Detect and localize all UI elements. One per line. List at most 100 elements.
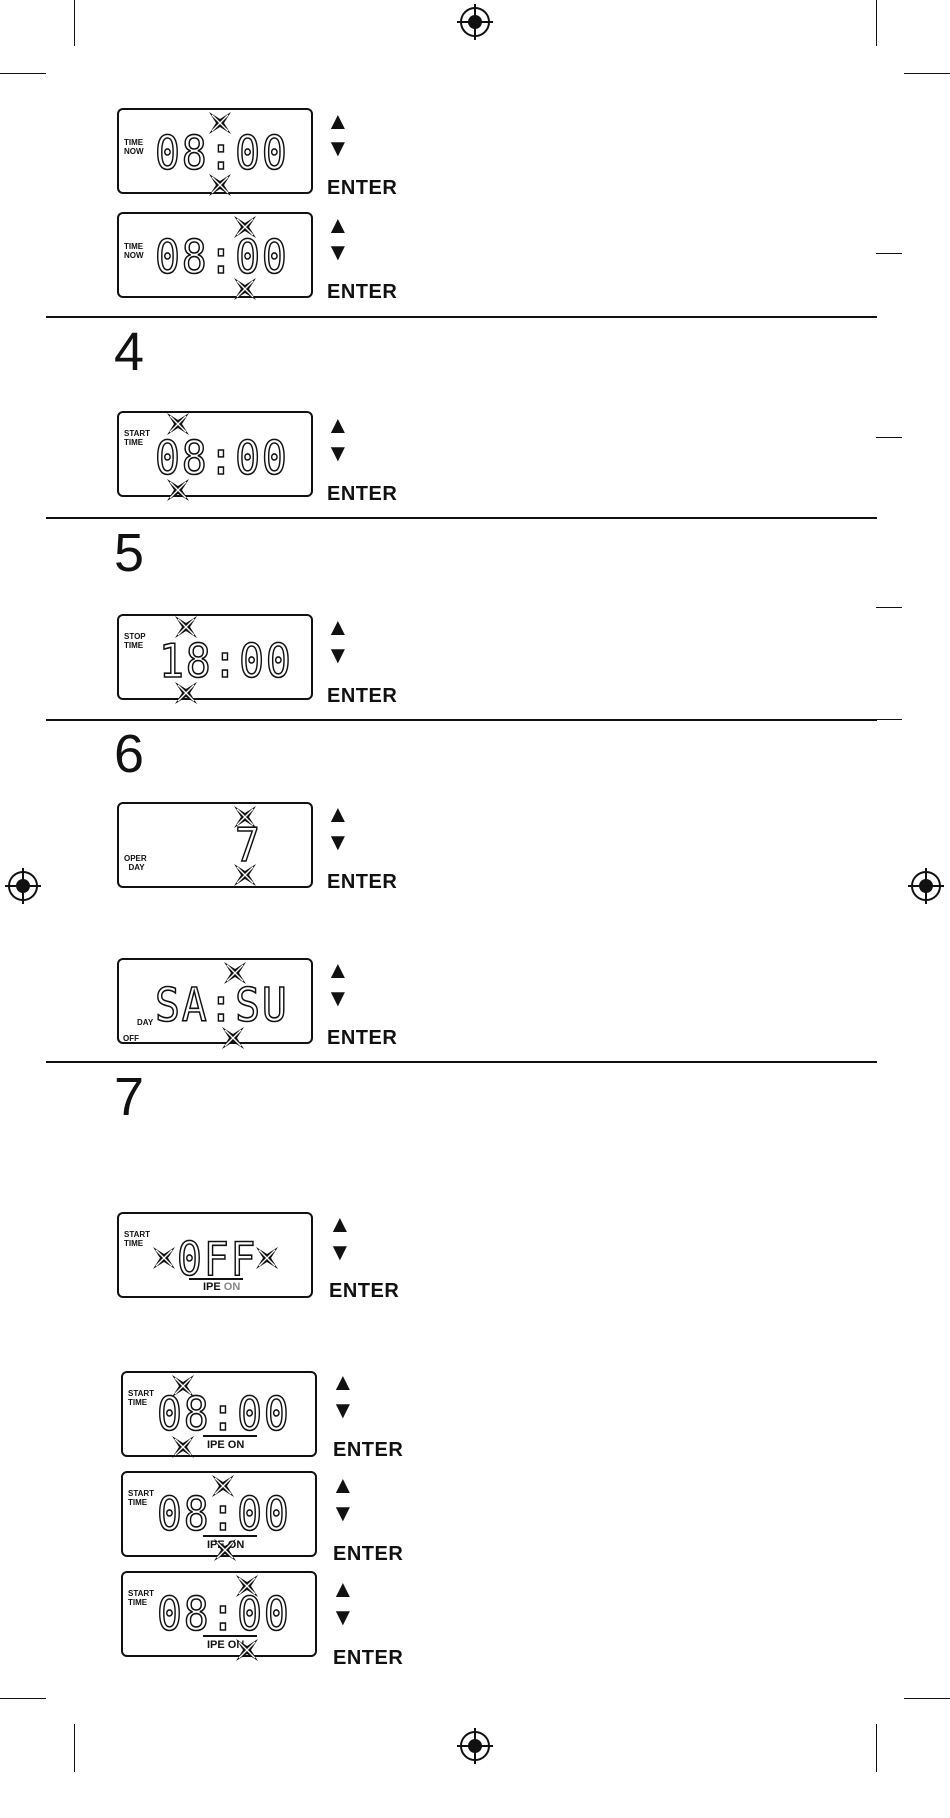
lcd-value: 18:00 (159, 638, 293, 684)
section-divider (46, 517, 877, 519)
crop-mark (0, 73, 46, 74)
enter-button[interactable]: ENTER (333, 1543, 403, 1566)
crop-mark (74, 0, 75, 46)
up-arrow-button[interactable]: ▲ (326, 110, 350, 134)
blink-marker-icon (173, 680, 199, 706)
registration-mark-icon (908, 868, 944, 904)
lcd-display-start-time: START TIME 08:00 IPE ON (121, 1371, 317, 1457)
lcd-display-day-off: DAY OFF SA:SU (117, 958, 313, 1044)
blink-marker-icon (207, 110, 233, 136)
lcd-display-start-time: START TIME 08:00 IPE ON (121, 1571, 317, 1657)
lcd-label: OPER DAY (124, 854, 147, 872)
up-arrow-button[interactable]: ▲ (331, 1474, 355, 1498)
lcd-value: 08:00 (155, 234, 289, 280)
down-arrow-button[interactable]: ▼ (331, 1502, 355, 1526)
blink-marker-icon (212, 1537, 238, 1563)
enter-button[interactable]: ENTER (327, 685, 397, 708)
ipe-underline (189, 1278, 243, 1280)
up-arrow-button[interactable]: ▲ (331, 1578, 355, 1602)
down-arrow-button[interactable]: ▼ (326, 137, 350, 161)
blink-marker-icon (207, 172, 233, 198)
up-arrow-button[interactable]: ▲ (328, 1213, 352, 1237)
lcd-value: 08:00 (155, 130, 289, 176)
lcd-label: START TIME (128, 1589, 154, 1607)
lcd-label: STOP TIME (124, 632, 146, 650)
step-number-5: 5 (114, 526, 144, 580)
blink-marker-icon (220, 1025, 246, 1051)
ipe-underline (203, 1435, 257, 1437)
section-divider (46, 719, 877, 721)
lcd-value: 08:00 (155, 435, 289, 481)
down-arrow-button[interactable]: ▼ (331, 1606, 355, 1630)
crop-mark (0, 1698, 46, 1699)
up-arrow-button[interactable]: ▲ (326, 616, 350, 640)
blink-marker-icon (232, 862, 258, 888)
ipe-indicator: IPE ON (207, 1439, 244, 1451)
up-arrow-button[interactable]: ▲ (326, 214, 350, 238)
lcd-label-off: OFF (123, 1034, 139, 1043)
down-arrow-button[interactable]: ▼ (326, 442, 350, 466)
lcd-display-start-time-off: START TIME 0FF IPE ON (117, 1212, 313, 1298)
blink-marker-icon (222, 960, 248, 986)
up-arrow-button[interactable]: ▲ (331, 1371, 355, 1395)
enter-button[interactable]: ENTER (329, 1280, 399, 1303)
lcd-display-time-now: TIME NOW 08:00 (117, 212, 313, 298)
section-divider (46, 316, 877, 318)
section-divider (46, 1061, 877, 1063)
blink-marker-icon (232, 804, 258, 830)
crop-mark (876, 0, 877, 46)
lcd-display-start-time: START TIME 08:00 (117, 411, 313, 497)
enter-button[interactable]: ENTER (333, 1439, 403, 1462)
edge-tick (876, 253, 902, 254)
enter-button[interactable]: ENTER (327, 871, 397, 894)
blink-marker-icon (165, 477, 191, 503)
edge-tick (876, 719, 902, 720)
enter-button[interactable]: ENTER (327, 177, 397, 200)
lcd-label: START TIME (124, 429, 150, 447)
step-number-4: 4 (114, 325, 144, 379)
blink-marker-icon (151, 1245, 177, 1271)
lcd-display-stop-time: STOP TIME 18:00 (117, 614, 313, 700)
ipe-indicator: IPE ON (203, 1281, 240, 1293)
edge-tick (876, 437, 902, 438)
enter-button[interactable]: ENTER (333, 1647, 403, 1670)
lcd-value: 0FF (177, 1236, 257, 1282)
down-arrow-button[interactable]: ▼ (326, 831, 350, 855)
down-arrow-button[interactable]: ▼ (326, 644, 350, 668)
crop-mark (876, 1724, 877, 1772)
crop-mark (74, 1724, 75, 1772)
crop-mark (904, 1698, 950, 1699)
blink-marker-icon (170, 1373, 196, 1399)
lcd-value: SA:SU (155, 982, 289, 1028)
registration-mark-icon (457, 4, 493, 40)
enter-button[interactable]: ENTER (327, 281, 397, 304)
blink-marker-icon (234, 1637, 260, 1663)
blink-marker-icon (254, 1245, 280, 1271)
lcd-label: START TIME (128, 1389, 154, 1407)
registration-mark-icon (5, 868, 41, 904)
registration-mark-icon (457, 1728, 493, 1764)
blink-marker-icon (170, 1434, 196, 1460)
down-arrow-button[interactable]: ▼ (326, 241, 350, 265)
blink-marker-icon (210, 1473, 236, 1499)
crop-mark (904, 73, 950, 74)
lcd-label: START TIME (128, 1489, 154, 1507)
blink-marker-icon (232, 276, 258, 302)
lcd-label: TIME NOW (124, 242, 144, 260)
up-arrow-button[interactable]: ▲ (326, 803, 350, 827)
lcd-display-oper-day: OPER DAY 7 (117, 802, 313, 888)
up-arrow-button[interactable]: ▲ (326, 414, 350, 438)
lcd-value: 08:00 (157, 1591, 291, 1637)
down-arrow-button[interactable]: ▼ (326, 987, 350, 1011)
enter-button[interactable]: ENTER (327, 1027, 397, 1050)
blink-marker-icon (234, 1573, 260, 1599)
step-number-6: 6 (114, 727, 144, 781)
edge-tick (876, 607, 902, 608)
lcd-label-day: DAY (137, 1018, 153, 1027)
down-arrow-button[interactable]: ▼ (328, 1241, 352, 1265)
enter-button[interactable]: ENTER (327, 483, 397, 506)
up-arrow-button[interactable]: ▲ (326, 959, 350, 983)
down-arrow-button[interactable]: ▼ (331, 1399, 355, 1423)
blink-marker-icon (232, 214, 258, 240)
step-number-7: 7 (114, 1070, 144, 1124)
